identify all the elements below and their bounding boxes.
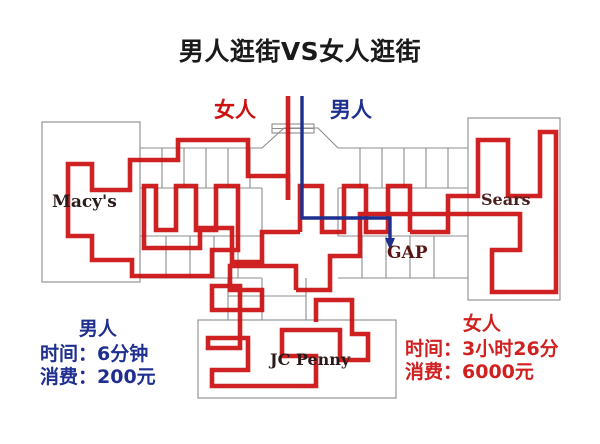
store-label-macys: Macy's <box>52 192 117 212</box>
women-route-lower-center <box>209 263 299 330</box>
jcpenny-store-box <box>197 319 397 399</box>
women-route-jcpenny <box>205 297 371 389</box>
men-shopping-route <box>300 96 395 250</box>
women-route-right-sweep <box>410 129 559 295</box>
women-route-macys <box>65 137 291 279</box>
legend-label-men: 男人 <box>330 98 372 122</box>
store-dividers-lower-right <box>361 236 435 278</box>
stats-women-spend: 消费：6000元 <box>405 361 534 384</box>
sears-store-box <box>467 117 561 301</box>
entrance-wall-right <box>300 127 339 149</box>
store-label-gap: GAP <box>387 243 428 263</box>
stats-men-heading: 男人 <box>78 318 117 340</box>
stats-block-men: 男人 时间：6分钟 消费：200元 <box>40 318 156 390</box>
men-route-arrowhead <box>385 238 395 250</box>
stats-women-heading: 女人 <box>462 313 501 335</box>
corridor-upper-left <box>139 147 262 189</box>
page-title: 男人逛街VS女人逛街 <box>178 37 422 66</box>
women-route-center-return <box>296 211 470 293</box>
store-dividers-upper-left <box>161 148 251 188</box>
women-route-upper-comb-left <box>141 183 241 233</box>
women-shopping-route <box>65 96 559 389</box>
store-label-sears: Sears <box>481 190 531 209</box>
store-dividers-upper-right <box>359 148 449 188</box>
women-route-upper-comb-right <box>297 183 413 235</box>
macys-store-box <box>41 121 141 283</box>
stats-women-time: 时间：3小时26分 <box>405 338 559 361</box>
women-route-mid-sweep <box>141 225 300 265</box>
floorplan-outlines <box>41 117 561 399</box>
stats-men-spend: 消费：200元 <box>40 366 156 389</box>
store-label-jcpenny: JC Penny <box>270 350 351 369</box>
men-route-line <box>300 96 392 240</box>
stats-men-time: 时间：6分钟 <box>40 343 149 366</box>
center-corridor <box>261 188 339 236</box>
legend-label-women: 女人 <box>214 98 256 122</box>
entrance-wall-left <box>261 127 300 149</box>
stats-block-women: 女人 时间：3小时26分 消费：6000元 <box>405 313 559 385</box>
